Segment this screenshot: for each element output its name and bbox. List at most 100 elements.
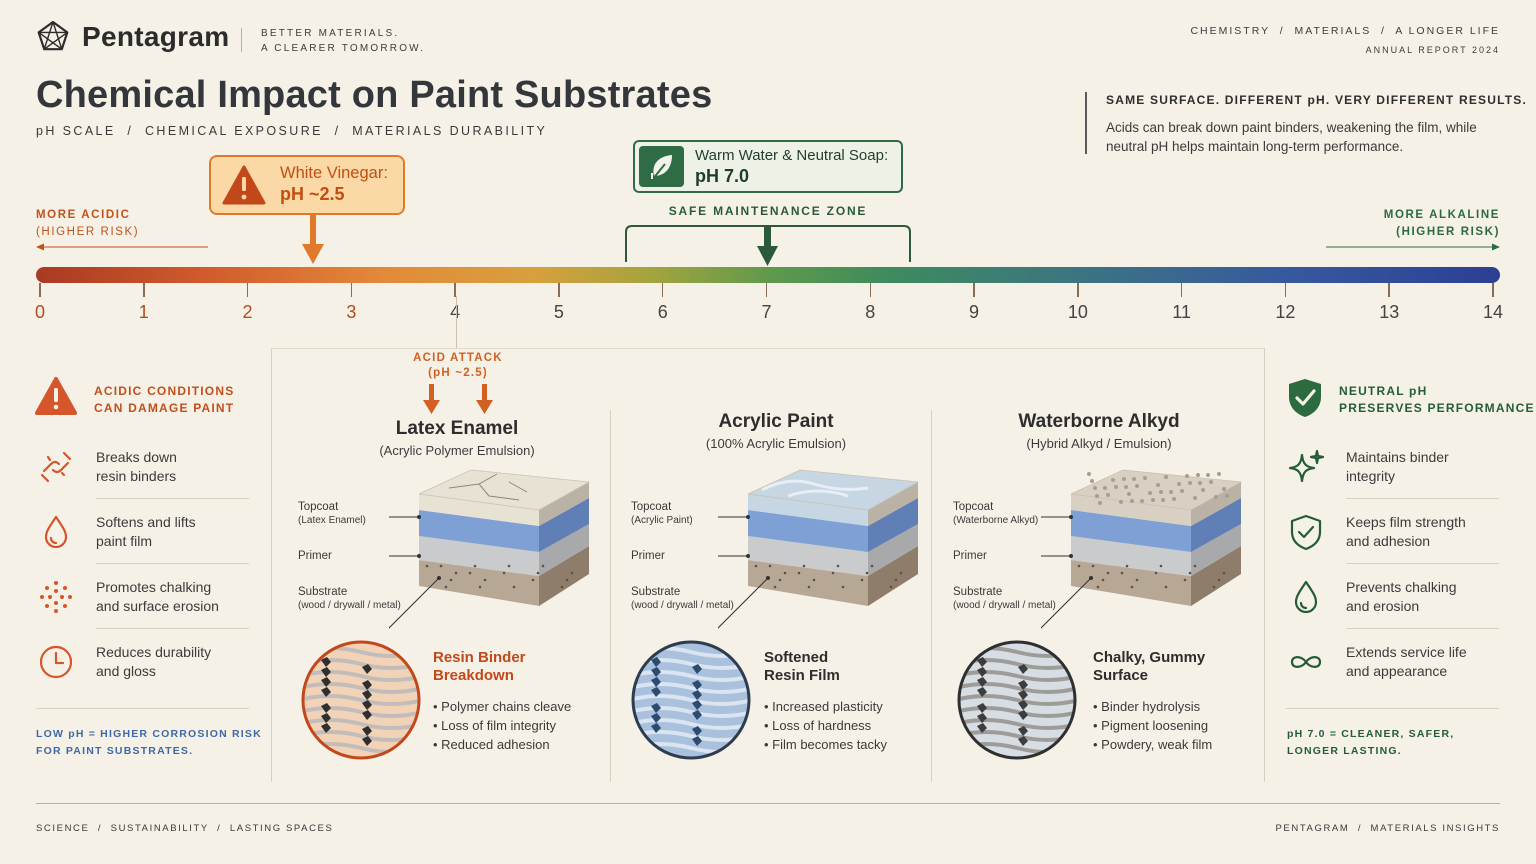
sparkle-icon: [1286, 447, 1326, 487]
effect-bullets: • Polymer chains cleave • Loss of film in…: [433, 697, 571, 754]
effect-bullet-text: Pigment loosening: [1101, 718, 1209, 733]
soap-ph: pH 7.0: [695, 166, 750, 186]
tagline-line-1: BETTER MATERIALS.: [261, 28, 400, 39]
footer-rule: [36, 803, 1500, 804]
effect-bullet: • Binder hydrolysis: [1093, 697, 1212, 716]
effect-bullet: • Loss of film integrity: [433, 716, 571, 735]
droplet-icon: [1286, 577, 1326, 617]
paint-column-header: Waterborne Alkyd(Hybrid Alkyd / Emulsion…: [949, 411, 1249, 451]
ph-tick-mark: [1284, 283, 1287, 297]
paint-subtitle: (Acrylic Polymer Emulsion): [379, 443, 535, 458]
ph-tick-label: 6: [657, 302, 668, 322]
column-divider: [271, 348, 272, 782]
more-acidic-text: MORE ACIDIC: [36, 209, 131, 221]
list-item-line-2: integrity: [1346, 468, 1396, 484]
ph-tick-mark: [454, 283, 456, 297]
primer-label-text: Primer: [631, 550, 665, 562]
vinegar-ph: pH ~2.5: [280, 184, 345, 204]
bullet-dot: •: [1093, 737, 1102, 752]
safe-zone-label: SAFE MAINTENANCE ZONE: [668, 204, 868, 218]
list-divider: [1346, 498, 1499, 499]
effect-bullets: • Increased plasticity• Loss of hardness…: [764, 697, 887, 754]
ph-tick-label: 11: [1172, 302, 1191, 322]
substrate-label-detail: (wood / drywall / metal): [631, 600, 734, 611]
paint-cross-section: [1071, 469, 1243, 606]
paint-subtitle: (Hybrid Alkyd / Emulsion): [1026, 436, 1172, 451]
top-right-meta: CHEMISTRY / MATERIALS / A LONGER LIFE AN…: [1190, 25, 1500, 55]
effect-title-line-2: Breakdown: [433, 667, 514, 684]
ph-tick-mark: [350, 283, 353, 297]
soap-name: Warm Water & Neutral Soap:: [695, 147, 889, 164]
alkaline-arrow: [1326, 243, 1500, 251]
acid-attack-arrows: [423, 384, 493, 414]
topcoat-label-text: Topcoat: [298, 501, 339, 513]
effect-bullet: • Powdery, weak film: [1093, 735, 1212, 754]
paint-title: Latex Enamel: [395, 418, 519, 439]
column-divider: [931, 410, 932, 782]
effect-bullet: • Pigment loosening: [1093, 716, 1212, 735]
neutral-footnote-line-1: pH 7.0 = CLEANER, SAFER,: [1287, 728, 1455, 740]
page-subtitle: pH SCALE / CHEMICAL EXPOSURE / MATERIALS…: [36, 124, 548, 138]
topcoat-label: Topcoat(Acrylic Paint): [631, 501, 693, 527]
list-item-line-2: resin binders: [96, 468, 177, 484]
ph-tick-mark: [246, 283, 249, 297]
acid-attack-text: ACID ATTACK: [413, 352, 503, 364]
ph-tick-label: 8: [865, 302, 876, 322]
paint-subtitle: (100% Acrylic Emulsion): [705, 436, 847, 451]
effect-title-line-2: Surface: [1093, 667, 1149, 684]
substrate-label-detail: (wood / drywall / metal): [953, 600, 1056, 611]
acidic-heading-line-2: CAN DAMAGE PAINT: [94, 401, 235, 415]
bullet-dot: •: [433, 718, 442, 733]
list-divider: [1286, 708, 1499, 709]
effect-bullet-text: Polymer chains cleave: [441, 699, 572, 714]
effect-bullet-text: Powdery, weak film: [1101, 737, 1213, 752]
acidic-arrow: [36, 243, 208, 251]
list-item-line-2: and adhesion: [1346, 533, 1431, 549]
paint-title: Acrylic Paint: [718, 411, 834, 432]
primer-label: Primer: [631, 550, 665, 563]
primer-label-text: Primer: [953, 550, 987, 562]
list-divider: [36, 708, 249, 709]
pentagram-logo-icon: [37, 20, 69, 51]
list-item-line-1: Promotes chalking: [96, 579, 212, 595]
magnified-detail: [301, 640, 421, 760]
topcoat-label-text: Topcoat: [631, 501, 672, 513]
list-item-line-2: and surface erosion: [96, 598, 219, 614]
vinegar-marker: [209, 155, 405, 215]
topcoat-label: Topcoat(Latex Enamel): [298, 501, 366, 527]
ph-scale-bar: [36, 267, 1500, 283]
droplet-icon: [36, 512, 76, 552]
bullet-dot: •: [764, 737, 773, 752]
list-divider: [96, 498, 249, 499]
list-divider: [1346, 563, 1499, 564]
effect-title-line-1: Chalky, Gummy: [1093, 649, 1206, 666]
paint-cross-section: [748, 469, 920, 606]
brand-divider: [241, 28, 242, 52]
bullet-dot: •: [433, 699, 442, 714]
list-item-line-1: Prevents chalking: [1346, 579, 1457, 595]
magnified-detail: [631, 640, 751, 760]
soap-label: Warm Water & Neutral Soap: pH 7.0: [695, 146, 888, 186]
effect-bullets: • Binder hydrolysis• Pigment loosening• …: [1093, 697, 1212, 754]
effect-title-line-2: Resin Film: [764, 667, 840, 684]
column-divider: [610, 410, 611, 782]
list-item-line-1: Keeps film strength: [1346, 514, 1466, 530]
neutral-heading-line-2: PRESERVES PERFORMANCE: [1339, 401, 1535, 415]
effect-bullet-text: Increased plasticity: [772, 699, 883, 714]
magnified-detail: [957, 640, 1077, 760]
paint-cross-section: [419, 469, 591, 606]
effect-bullet: • Reduced adhesion: [433, 735, 571, 754]
ph-tick-label: 9: [969, 302, 980, 322]
ph-tick-mark: [765, 283, 768, 297]
list-item-line-2: and appearance: [1346, 663, 1448, 679]
primer-label: Primer: [298, 550, 332, 563]
ph-4-drop-line: [456, 296, 457, 348]
tagline-line-2: A CLEARER TOMORROW.: [261, 43, 426, 54]
ph-tick-mark: [973, 283, 975, 297]
ph-tick-label: 4: [435, 302, 475, 323]
